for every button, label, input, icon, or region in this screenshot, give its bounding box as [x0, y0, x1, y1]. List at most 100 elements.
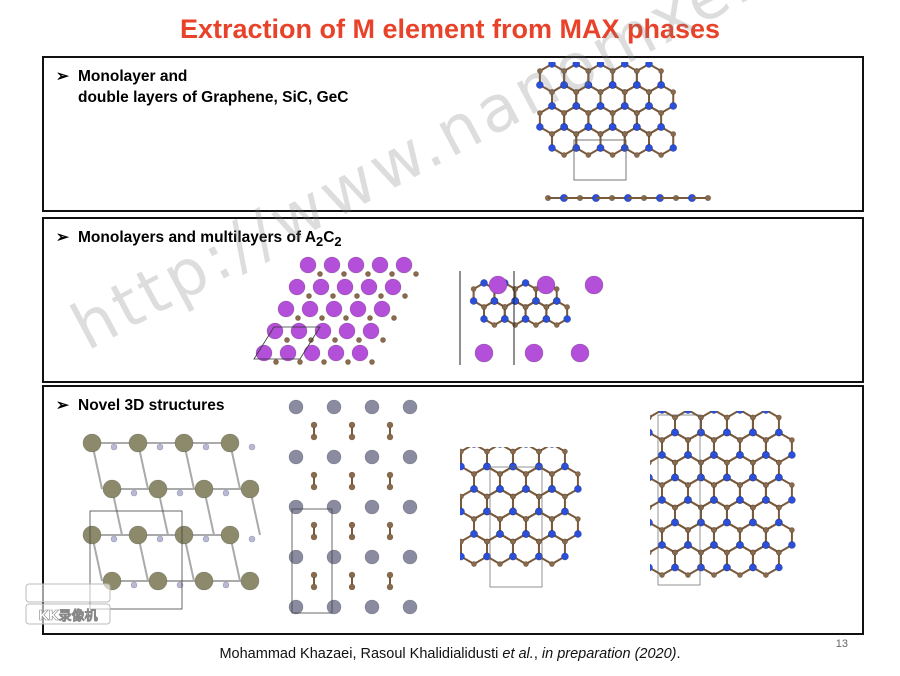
carbon-atom	[549, 89, 555, 95]
blue-atom	[723, 473, 731, 482]
carbon-atom	[659, 437, 665, 443]
blue-atom	[561, 507, 569, 516]
blue-atom	[480, 315, 488, 323]
carbon-atom	[750, 459, 756, 466]
carbon-atom	[460, 538, 464, 545]
blue-atom	[671, 563, 679, 572]
carbon-atom	[386, 483, 394, 491]
carbon-atom	[549, 561, 555, 567]
blue-atom	[749, 473, 757, 482]
blue-atom	[749, 428, 757, 437]
carbon-atom	[501, 304, 508, 310]
a2c2-side-view-image	[459, 271, 604, 365]
citation-footer: Mohammad Khazaei, Rasoul Khalidialidusti…	[0, 646, 900, 662]
carbon-atom	[737, 437, 743, 443]
carbon-atom	[750, 504, 756, 511]
unit-cell-box	[573, 139, 627, 181]
carbon-atom	[724, 549, 730, 556]
blue-atom	[710, 451, 718, 459]
blue-atom	[788, 451, 796, 459]
carbon-atom	[776, 549, 782, 556]
blue-atom	[532, 297, 540, 305]
carbon-atom	[345, 359, 351, 365]
carbon-atom	[561, 110, 568, 116]
blue-atom	[645, 62, 653, 68]
blue-atom	[671, 428, 679, 437]
olive-atom	[194, 571, 214, 591]
carbon-atom	[585, 110, 592, 116]
blue-atom	[584, 123, 593, 131]
olive-atom	[240, 479, 260, 499]
carbon-atom	[354, 293, 360, 299]
carbon-atom	[650, 414, 652, 421]
carbon-atom	[711, 572, 717, 578]
purple-atom	[277, 300, 295, 318]
carbon-atom	[523, 471, 529, 477]
grey-atom	[326, 549, 342, 565]
olive-atom	[194, 479, 214, 499]
bullet-3d: ➢Novel 3D structures	[56, 395, 224, 416]
carbon-atom	[562, 448, 568, 455]
carbon-atom	[553, 286, 560, 292]
carbon-atom	[471, 561, 477, 567]
carbon-atom	[597, 131, 604, 137]
blue-atom	[645, 144, 653, 152]
olive-atom	[82, 525, 102, 545]
bullet-a2c2-c: C	[323, 229, 335, 246]
carbon-atom	[317, 271, 323, 277]
carbon-atom	[341, 271, 347, 277]
carbon-atom	[522, 304, 529, 310]
grey-atom	[326, 449, 342, 465]
purple-atom	[351, 344, 369, 362]
carbon-atom	[776, 414, 782, 421]
blue-atom	[542, 315, 551, 323]
blue-atom	[548, 530, 556, 538]
carbon-atom	[348, 483, 356, 491]
blue-atom	[572, 144, 581, 152]
3d-structure-grey-image	[288, 399, 418, 615]
blue-atom	[669, 102, 678, 110]
blue-atom	[490, 297, 499, 305]
blue-atom	[697, 428, 705, 437]
blue-atom	[523, 447, 529, 448]
carbon-atom	[575, 471, 581, 477]
blue-atom	[775, 473, 783, 482]
grey-atom	[364, 499, 380, 515]
blue-atom	[620, 102, 629, 110]
carbon-atom	[685, 527, 691, 533]
carbon-atom	[698, 549, 704, 556]
blue-atom	[548, 62, 556, 68]
carbon-atom	[704, 194, 712, 202]
blue-atom	[658, 541, 666, 549]
olive-atom	[220, 525, 240, 545]
purple-atom	[524, 343, 544, 363]
blue-atom	[561, 462, 569, 471]
blue-atom	[736, 411, 744, 414]
carbon-atom	[724, 504, 730, 511]
panel-3d: ➢Novel 3D structures	[42, 385, 864, 635]
carbon-atom	[698, 459, 704, 466]
carbon-atom	[536, 448, 542, 455]
arrow-bullet-icon: ➢	[56, 229, 69, 246]
carbon-atom	[343, 315, 349, 321]
carbon-atom	[685, 572, 691, 578]
purple-atom	[327, 344, 345, 362]
carbon-atom	[386, 583, 394, 591]
purple-atom	[371, 256, 389, 274]
carbon-atom	[484, 448, 490, 455]
carbon-atom	[763, 482, 769, 488]
blue-atom	[710, 411, 718, 414]
blue-atom	[483, 462, 491, 471]
carbon-atom	[609, 110, 616, 116]
carbon-atom	[685, 437, 691, 443]
carbon-atom	[348, 521, 356, 529]
small-atom	[156, 443, 164, 451]
carbon-atom	[484, 493, 490, 500]
carbon-atom	[310, 421, 318, 429]
carbon-atom	[348, 533, 356, 541]
blue-atom	[762, 451, 770, 459]
carbon-atom	[481, 304, 487, 310]
carbon-atom	[512, 322, 519, 328]
blue-atom	[521, 315, 530, 323]
